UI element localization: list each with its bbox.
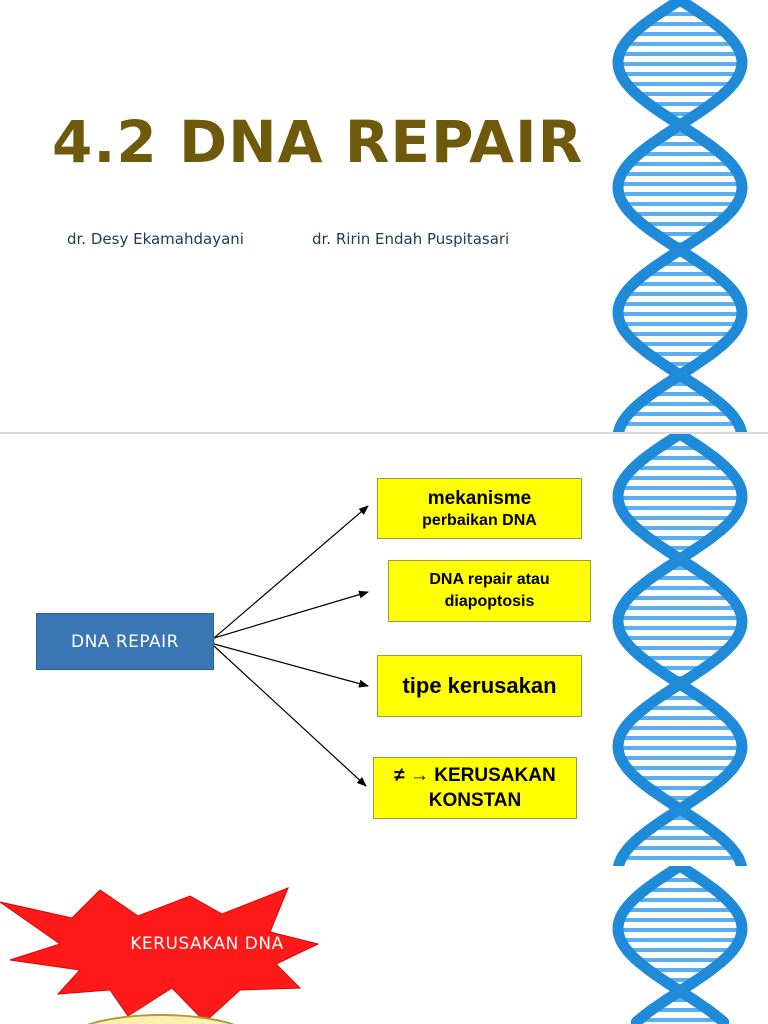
author-name: dr. Ririn Endah Puspitasari: [312, 230, 510, 248]
helix-strand: [612, 866, 730, 1024]
title-slide: 4.2 DNA REPAIR dr. Desy Ekamahdayani dr.…: [0, 0, 768, 432]
arrow-icon: [213, 505, 369, 639]
helix-strand: [612, 0, 748, 432]
concept-box-line: KONSTAN: [428, 790, 522, 811]
damage-slide: KERUSAKAN DNA SINGLE: [0, 866, 768, 1024]
dna-helix-icon: [612, 866, 748, 1024]
concept-box-tipe-kerusakan: tipe kerusakan: [377, 655, 582, 717]
connector-arrows: [213, 505, 369, 787]
explosion-shape-fill: [0, 887, 320, 1023]
helix-strand: [612, 0, 748, 432]
concept-map-slide: DNA REPAIR mekanisme perbaikan DNA DNA r…: [0, 434, 768, 866]
concept-box-mekanisme: mekanisme perbaikan DNA: [377, 478, 582, 539]
concept-box-line: ≠ → KERUSAKAN: [394, 765, 556, 786]
slide-title: 4.2 DNA REPAIR: [52, 108, 584, 176]
helix-strand: [612, 434, 748, 866]
slide-divider: [0, 432, 768, 434]
concept-box-line: tipe kerusakan: [402, 673, 557, 698]
concept-box-line: DNA repair atau: [429, 571, 550, 588]
oval-label: SINGLE: [64, 1016, 258, 1024]
concept-box-line: mekanisme: [427, 487, 532, 509]
author-name: dr. Desy Ekamahdayani: [67, 230, 244, 248]
explosion-shape: [0, 887, 320, 1023]
dna-helix-icon: [612, 434, 748, 866]
concept-box-repair-apoptosis: DNA repair atau diapoptosis: [388, 560, 591, 622]
concept-box-kerusakan-konstan: ≠ → KERUSAKAN KONSTAN: [373, 757, 577, 819]
concept-box-line: perbaikan DNA: [422, 511, 537, 529]
explosion-label: KERUSAKAN DNA: [130, 934, 284, 954]
arrow-icon: [213, 643, 369, 688]
arrow-icon: [213, 645, 367, 787]
concept-box-line: diapoptosis: [444, 593, 535, 610]
arrow-icon: [213, 590, 369, 639]
dna-helix-icon: [612, 0, 748, 432]
helix-strand: [630, 866, 748, 1024]
helix-strand: [612, 434, 748, 866]
root-concept-box: DNA REPAIR: [36, 613, 214, 670]
